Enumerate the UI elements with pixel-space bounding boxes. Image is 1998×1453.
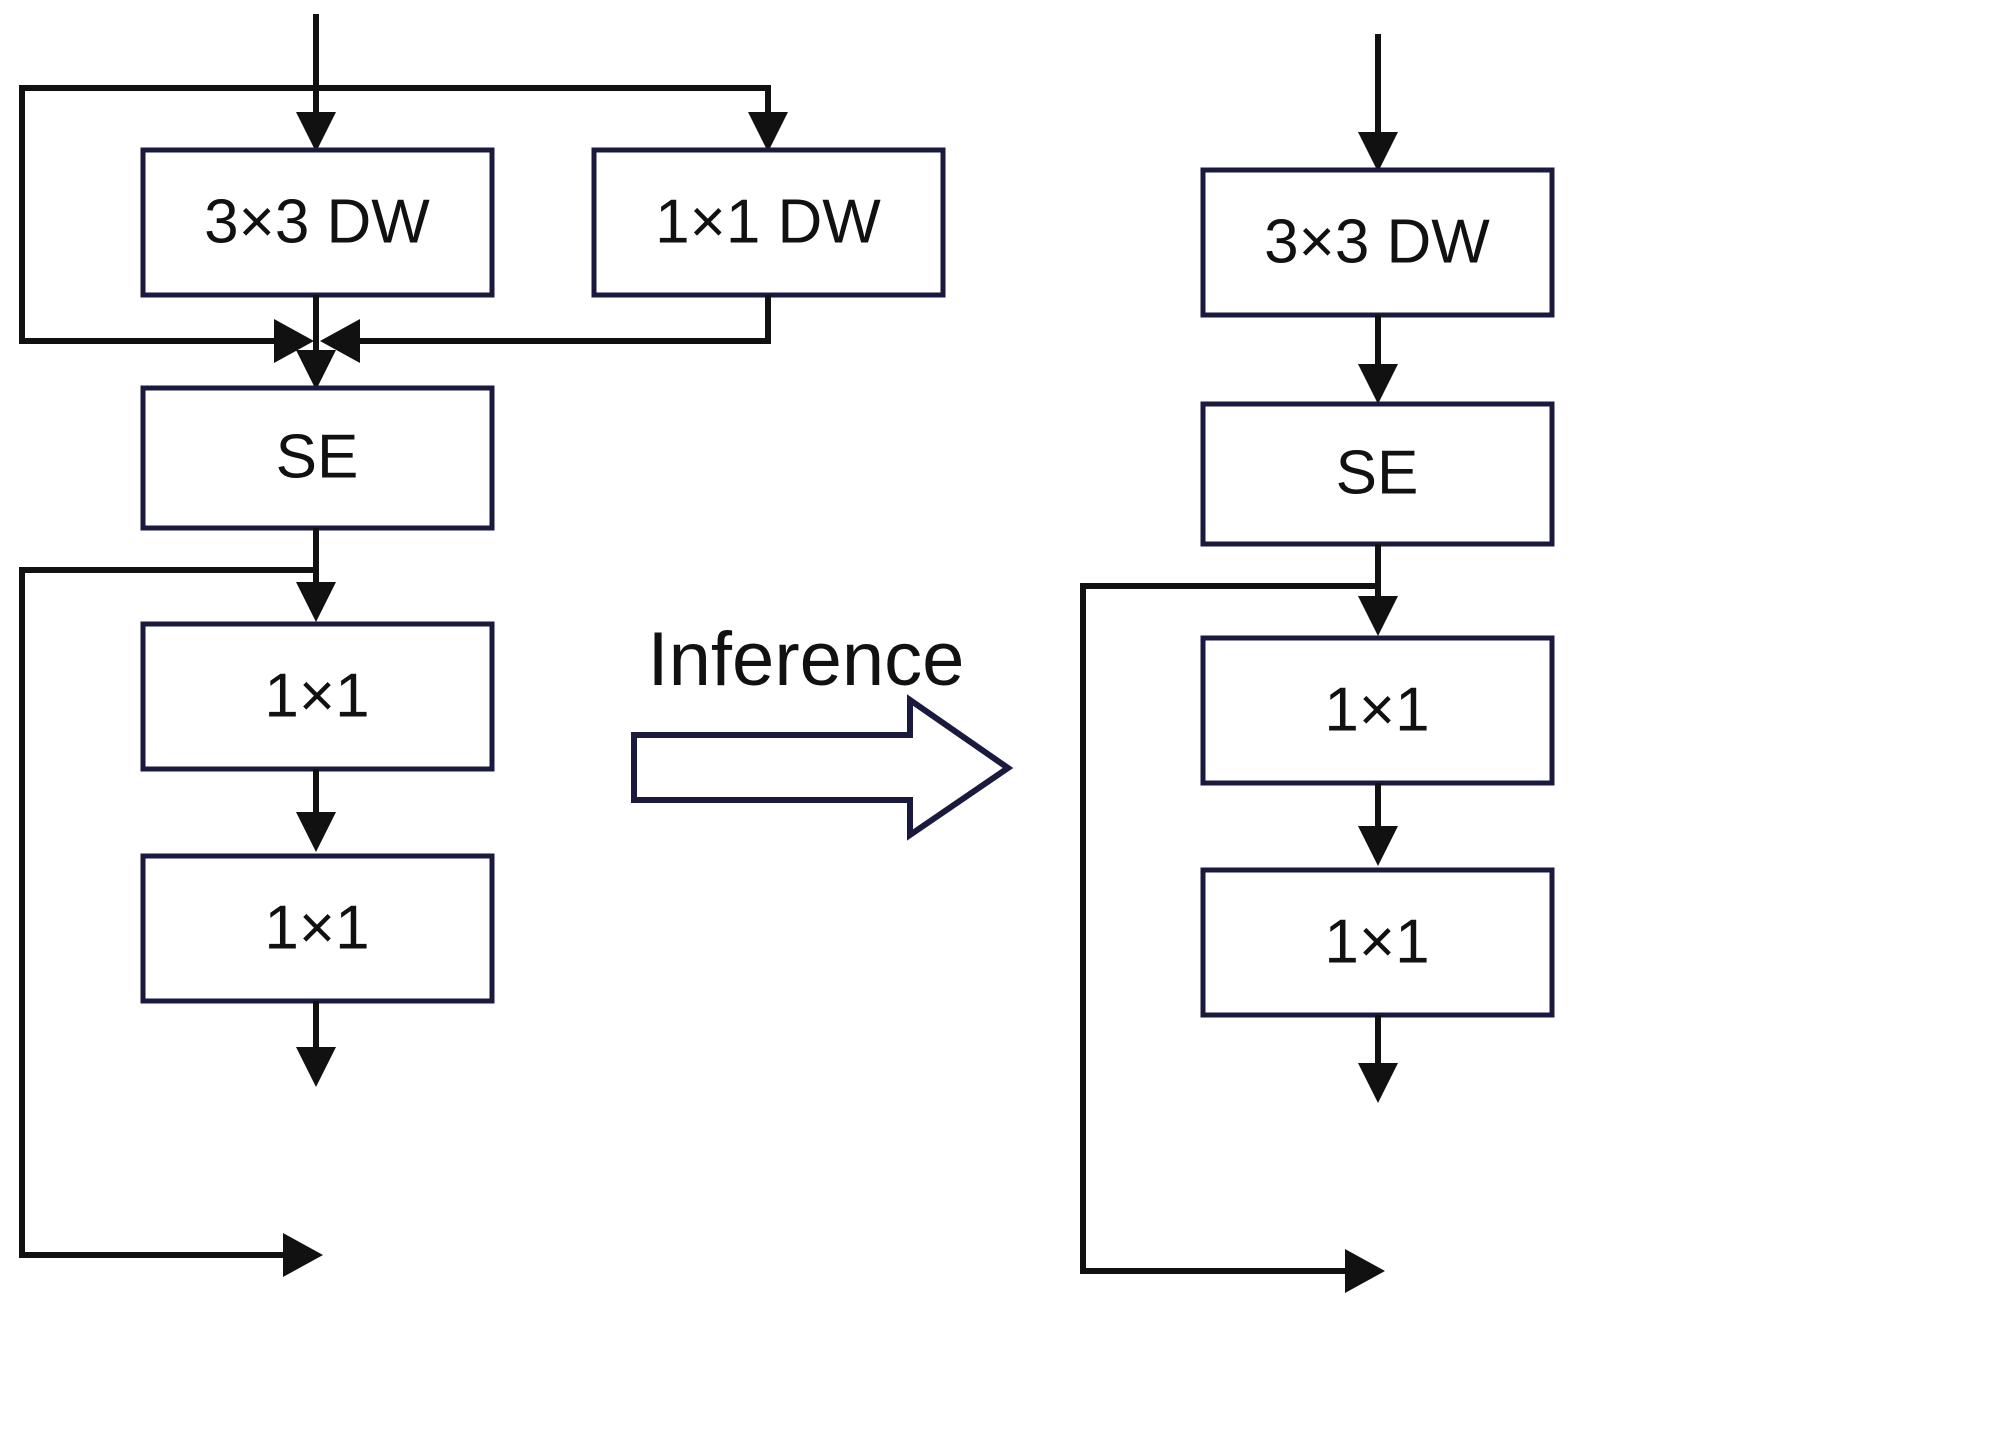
box-pw1-train: 1×1 <box>140 621 495 772</box>
box-dw3x3-inf-label: 3×3 DW <box>1264 207 1490 276</box>
box-se-inf-label: SE <box>1336 438 1419 507</box>
edge-dw1x1-to-merge <box>320 295 771 363</box>
edge-pw2-output-train <box>296 1001 336 1087</box>
edge-merge-to-se <box>296 341 336 390</box>
edge-se-to-pw1-inf <box>1358 544 1398 636</box>
box-pw1-inf: 1×1 <box>1200 635 1555 786</box>
edge-dw3x3-to-se-inf <box>1358 315 1398 404</box>
box-se-inf: SE <box>1200 401 1555 547</box>
training-block-group: 3×3 DW 1×1 DW SE <box>19 14 946 1277</box>
right-block-arrow-icon <box>631 694 1014 841</box>
box-se-train: SE <box>140 385 495 531</box>
inference-block-group: 3×3 DW SE 1×1 <box>1080 34 1555 1293</box>
box-dw1x1-train-label: 1×1 DW <box>655 187 881 256</box>
edge-residual-skip-train <box>19 567 323 1277</box>
box-pw1-inf-label: 1×1 <box>1324 675 1429 744</box>
inference-label: Inference <box>648 617 965 702</box>
box-se-train-label: SE <box>276 422 359 491</box>
inference-transition-group: Inference <box>631 617 1014 841</box>
edge-input-to-dw3x3-inf <box>1358 34 1398 172</box>
box-pw2-inf-label: 1×1 <box>1324 907 1429 976</box>
edge-se-to-pw1-train <box>296 528 336 622</box>
box-dw3x3-train-label: 3×3 DW <box>204 187 430 256</box>
edge-pw1-to-pw2-inf <box>1358 783 1398 866</box>
box-pw2-train-label: 1×1 <box>264 893 369 962</box>
box-dw1x1-train: 1×1 DW <box>591 147 946 298</box>
edge-pw1-to-pw2-train <box>296 769 336 852</box>
edge-pw2-output-inf <box>1358 1015 1398 1103</box>
box-dw3x3-inf: 3×3 DW <box>1200 167 1555 318</box>
box-pw2-train: 1×1 <box>140 853 495 1004</box>
box-dw3x3-train: 3×3 DW <box>140 147 495 298</box>
edge-input-split-to-dw1x1 <box>316 85 788 152</box>
box-pw2-inf: 1×1 <box>1200 867 1555 1018</box>
edge-residual-skip-inf <box>1080 583 1385 1293</box>
edge-input-to-dw3x3 <box>296 14 336 152</box>
box-pw1-train-label: 1×1 <box>264 661 369 730</box>
edge-identity-skip-top <box>19 85 316 363</box>
